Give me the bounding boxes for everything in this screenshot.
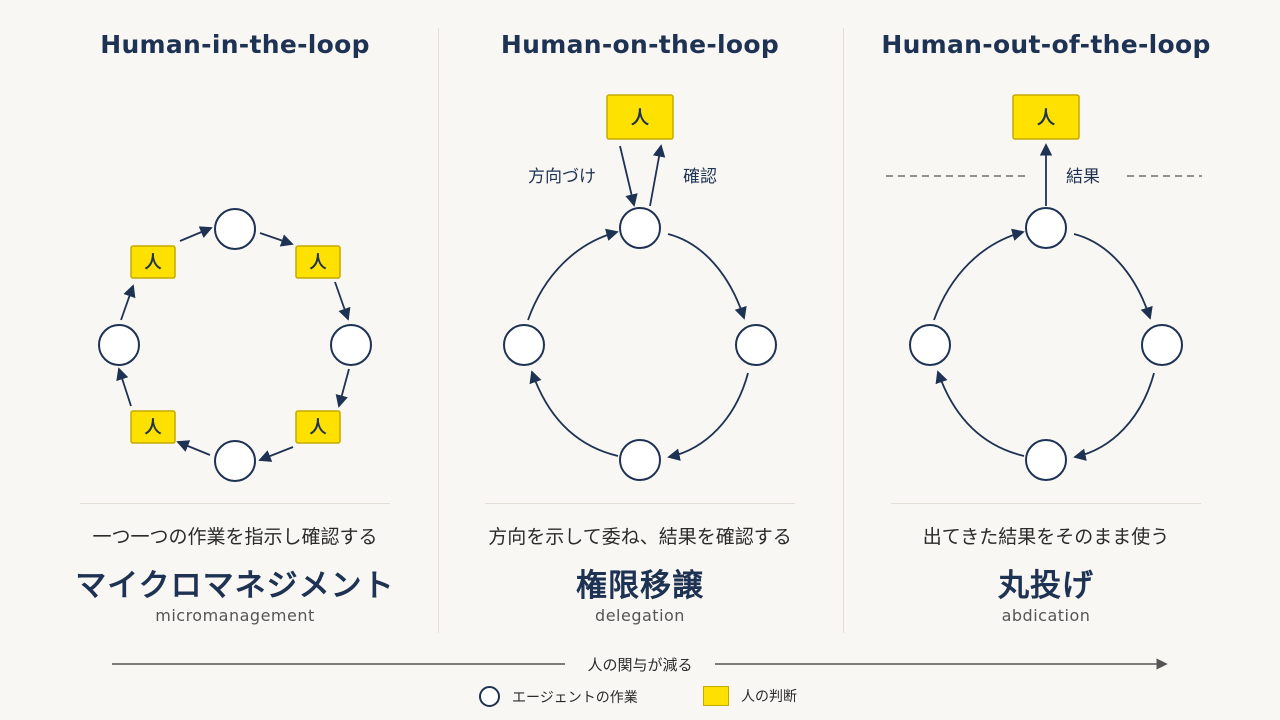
human-node-label: 人 [145, 253, 163, 273]
agent-node [619, 207, 661, 249]
flow-arrow [933, 228, 1025, 321]
loop-diagram: 人 結果 [886, 94, 1202, 481]
flow-arrow [667, 372, 749, 461]
separator [80, 503, 390, 504]
human-node-label: 人 [145, 418, 163, 438]
flow-arrow [120, 284, 136, 321]
column-term-english: delegation [595, 606, 685, 625]
flow-arrow [116, 367, 132, 407]
flow-arrow [179, 226, 213, 242]
human-node [606, 94, 674, 140]
agent-node [1141, 324, 1183, 366]
legend-agent: エージェントの作業 [479, 686, 638, 707]
column-description: 方向を示して委ね、結果を確認する [488, 526, 792, 548]
flow-arrow [527, 228, 619, 321]
loop-diagram: 人 人 人 人 [98, 208, 372, 482]
legend-human-label: 人の判断 [741, 689, 797, 705]
legend-agent-label: エージェントの作業 [512, 689, 638, 706]
agent-node [214, 440, 256, 482]
direction-arrow [619, 145, 638, 207]
column-title: Human-in-the-loop [100, 30, 370, 59]
human-legend-icon [703, 686, 729, 706]
human-node-label: 人 [631, 108, 650, 129]
agent-node [503, 324, 545, 366]
flow-arrow [258, 446, 294, 462]
involvement-axis-label: 人の関与が減る [565, 654, 715, 675]
column-term-english: abdication [1001, 606, 1091, 625]
human-node [295, 410, 341, 444]
column-human-on-the-loop: Human-on-the-loop 人 方向づけ 確認 方向を示して委ね、結果を… [438, 0, 842, 640]
agent-node [1025, 207, 1067, 249]
agent-node [1025, 439, 1067, 481]
human-node-label: 人 [1037, 108, 1056, 129]
flow-arrow [335, 368, 350, 408]
column-term-english: micromanagement [155, 606, 315, 625]
separator [485, 503, 795, 504]
agent-node [98, 324, 140, 366]
column-description: 一つ一つの作業を指示し確認する [92, 526, 378, 548]
human-node [1012, 94, 1080, 140]
human-node [130, 245, 176, 279]
column-human-out-of-the-loop: Human-out-of-the-loop 人 結果 出てきた結果をそのまま使う… [844, 0, 1248, 640]
legend-human: 人の判断 [703, 686, 797, 706]
column-term: 権限移譲 [576, 568, 704, 604]
flow-arrow [935, 370, 1025, 457]
human-node-label: 人 [310, 253, 328, 273]
column-divider-1 [438, 28, 439, 633]
agent-node [214, 208, 256, 250]
column-human-in-the-loop: Human-in-the-loop 人 人 人 人 [33, 0, 437, 640]
agent-node [735, 324, 777, 366]
agent-node [909, 324, 951, 366]
flow-arrow [259, 232, 294, 247]
agent-node [330, 324, 372, 366]
column-term: マイクロマネジメント [75, 568, 395, 604]
agent-node [619, 439, 661, 481]
column-title: Human-on-the-loop [500, 30, 780, 59]
flow-arrow [1073, 372, 1155, 461]
flow-arrow [529, 370, 619, 457]
column-title: Human-out-of-the-loop [881, 30, 1211, 59]
human-node [130, 410, 176, 444]
flow-arrow [176, 440, 211, 456]
human-node-label: 人 [310, 418, 328, 438]
flow-arrow [334, 281, 351, 321]
column-term: 丸投げ [998, 568, 1094, 604]
flow-arrow [1073, 233, 1153, 320]
human-node [295, 245, 341, 279]
flow-arrow [667, 233, 747, 320]
column-description: 出てきた結果をそのまま使う [922, 526, 1170, 548]
separator [891, 503, 1201, 504]
result-label: 結果 [1066, 167, 1100, 187]
confirm-label: 確認 [683, 167, 717, 187]
column-divider-2 [843, 28, 844, 633]
loop-diagram: 人 方向づけ 確認 [503, 94, 777, 481]
direction-label: 方向づけ [528, 167, 596, 187]
agent-legend-icon [479, 686, 500, 707]
confirm-arrow [649, 144, 666, 207]
